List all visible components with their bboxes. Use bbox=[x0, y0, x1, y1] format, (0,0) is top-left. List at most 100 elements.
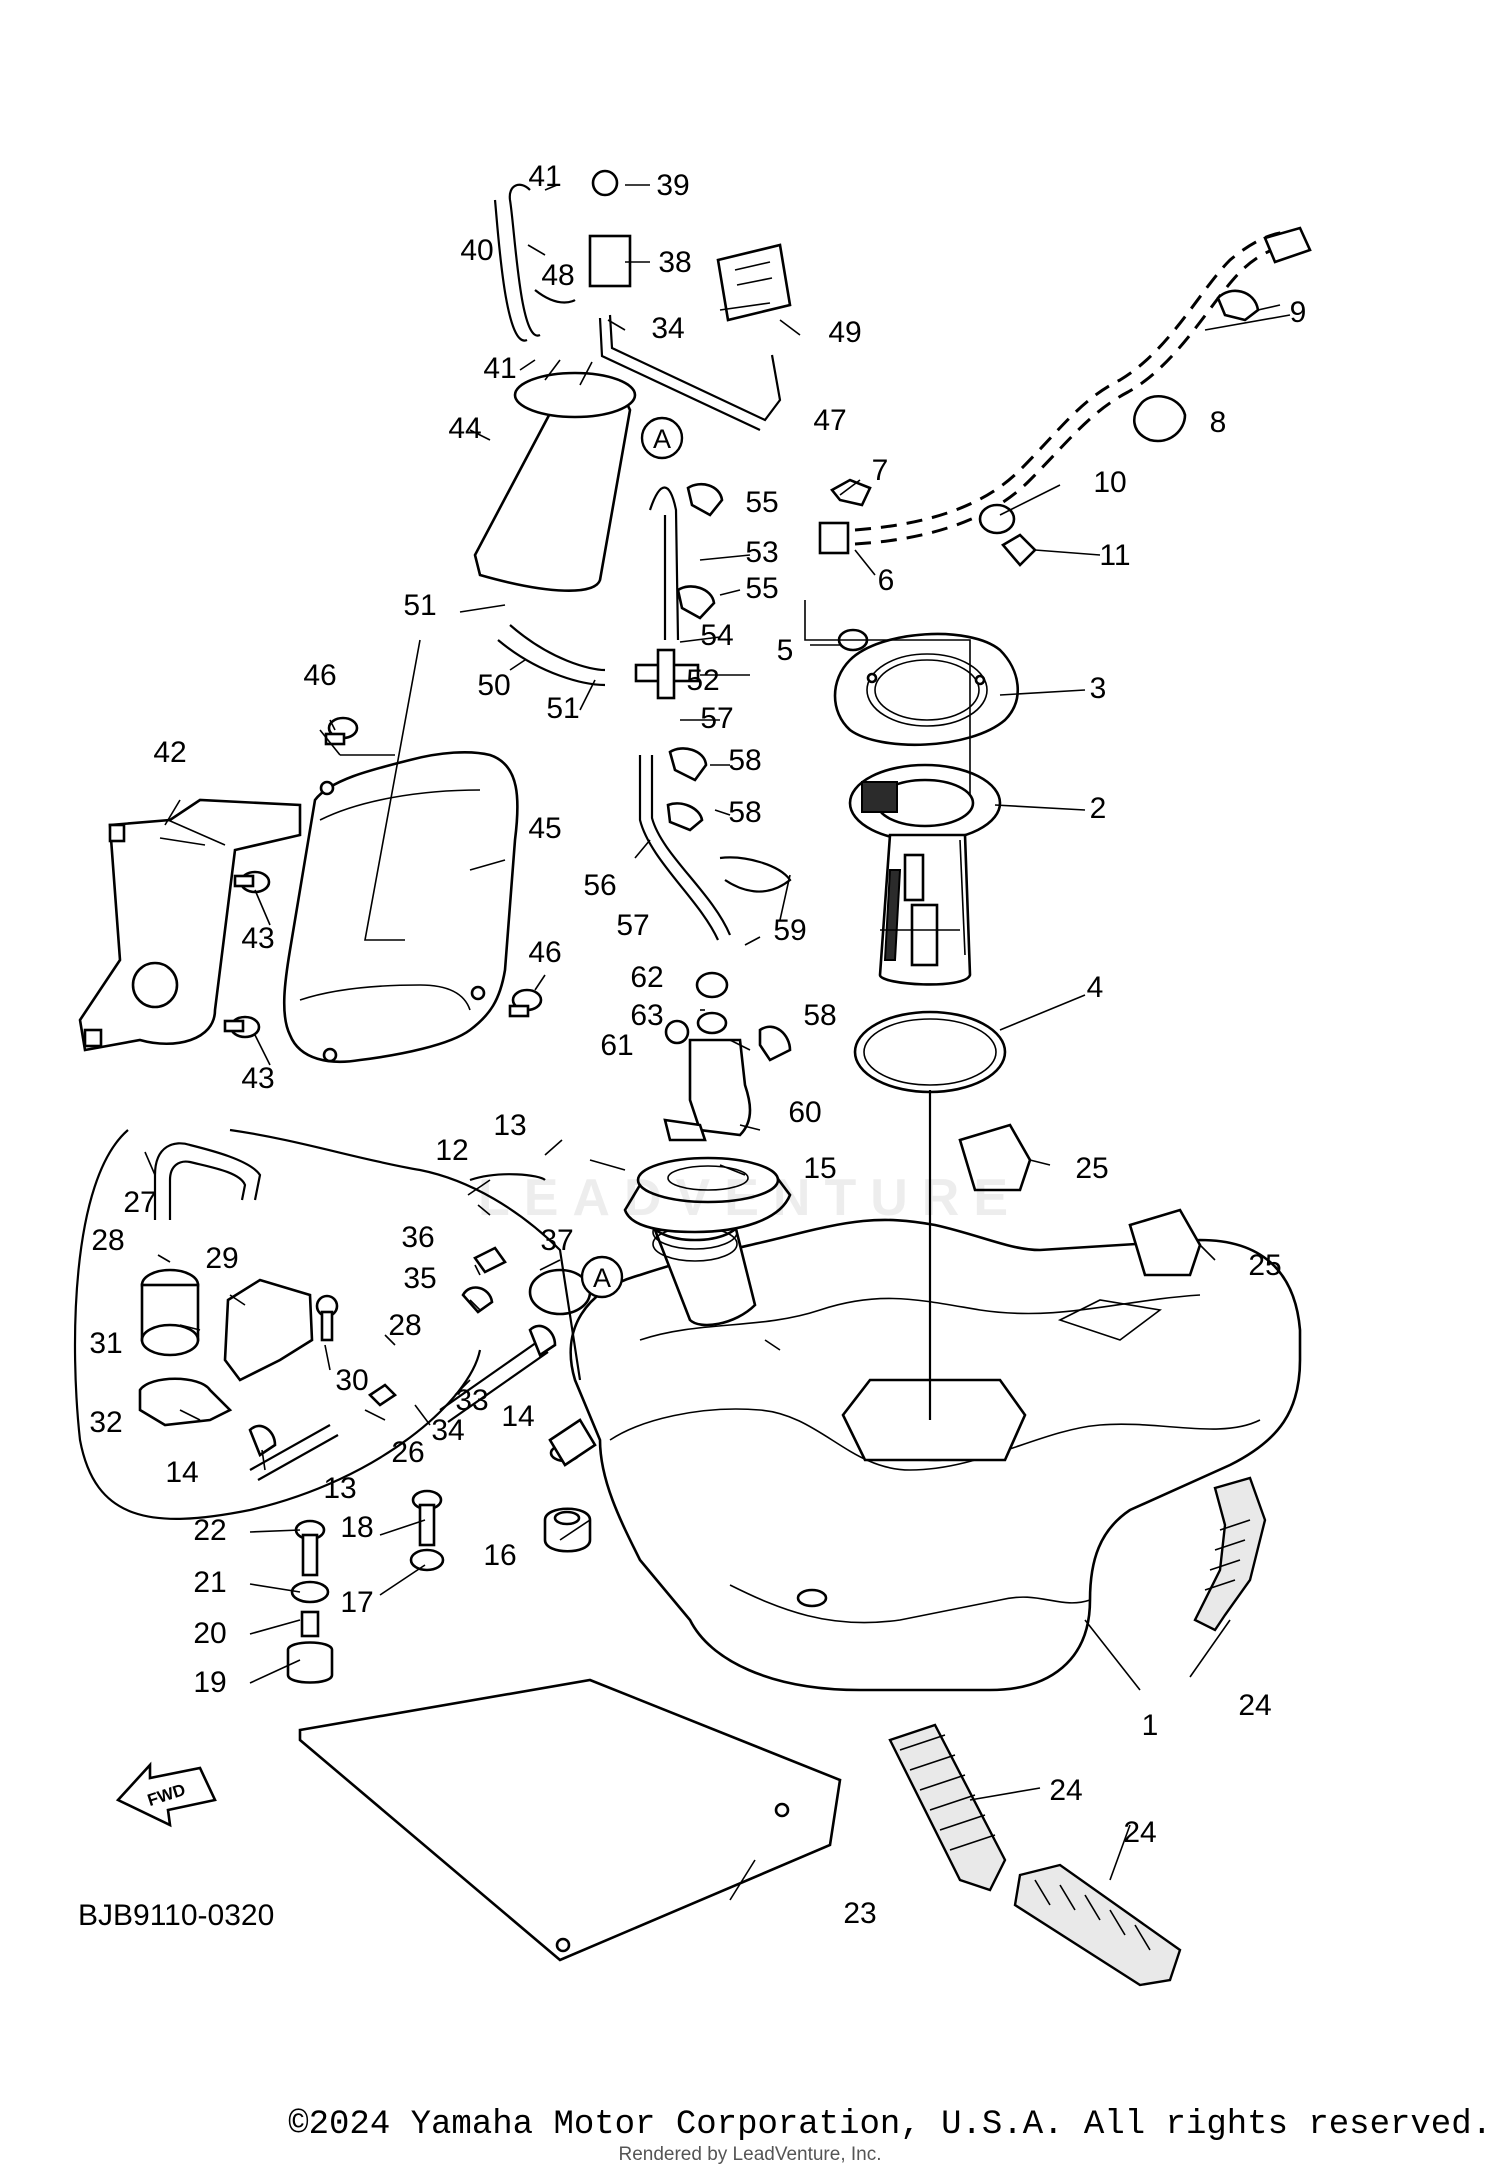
charcoal-canister bbox=[473, 359, 637, 592]
callout-labels: 1234567891011121313141415161718192021222… bbox=[89, 160, 1306, 1930]
hose-tee bbox=[634, 648, 700, 700]
ref-marker-label: A bbox=[593, 1263, 611, 1293]
bolt-61 bbox=[664, 1019, 690, 1045]
callout-label: 55 bbox=[745, 572, 778, 605]
leader-lines bbox=[144, 184, 1291, 1901]
callout-label: 9 bbox=[1290, 296, 1307, 329]
canister-cover bbox=[282, 750, 519, 1064]
callout-label: 4 bbox=[1087, 971, 1104, 1004]
callout-label: 37 bbox=[540, 1224, 573, 1257]
callout-label: 57 bbox=[700, 702, 733, 735]
callout-label: 55 bbox=[745, 486, 778, 519]
rubber-strips bbox=[888, 1476, 1267, 1987]
callout-label: 46 bbox=[528, 936, 561, 969]
callout-label: 56 bbox=[583, 869, 616, 902]
callout-label: 51 bbox=[403, 589, 436, 622]
callout-label: 51 bbox=[546, 692, 579, 725]
callout-label: 58 bbox=[803, 999, 836, 1032]
callout-label: 36 bbox=[401, 1221, 434, 1254]
callout-label: 34 bbox=[651, 312, 684, 345]
callout-label: 59 bbox=[773, 914, 806, 947]
callout-label: 7 bbox=[872, 454, 889, 487]
callout-label: 33 bbox=[455, 1384, 488, 1417]
callout-label: 19 bbox=[193, 1666, 226, 1699]
reference-line-3 bbox=[364, 639, 421, 941]
callout-label: 10 bbox=[1093, 466, 1126, 499]
callout-label: 20 bbox=[193, 1617, 226, 1650]
callout-label: 39 bbox=[656, 169, 689, 202]
callout-label: 61 bbox=[600, 1029, 633, 1062]
callout-label: 24 bbox=[1123, 1816, 1156, 1849]
callout-label: 5 bbox=[777, 634, 794, 667]
callout-label: 8 bbox=[1210, 406, 1227, 439]
wire-harness bbox=[719, 856, 792, 893]
callout-label: 24 bbox=[1049, 1774, 1082, 1807]
callout-label: 28 bbox=[388, 1309, 421, 1342]
callout-boundary-2 bbox=[229, 1128, 582, 1381]
callout-label: 60 bbox=[788, 1096, 821, 1129]
callout-label: 29 bbox=[205, 1242, 238, 1275]
bolts-43-46 bbox=[223, 716, 543, 1039]
callout-label: 1 bbox=[1142, 1709, 1159, 1742]
collar-63 bbox=[696, 1011, 728, 1035]
solenoid-valve bbox=[588, 169, 792, 322]
diagram-code: BJB9110-0320 bbox=[78, 1899, 274, 1932]
ref-circle-a-bottom: A bbox=[580, 1255, 624, 1299]
grommet-62 bbox=[695, 971, 729, 999]
callout-label: 6 bbox=[878, 564, 895, 597]
callout-label: 28 bbox=[91, 1224, 124, 1257]
check-valve bbox=[138, 1268, 233, 1427]
callout-label: 34 bbox=[431, 1414, 464, 1447]
callout-label: 17 bbox=[340, 1586, 373, 1619]
callout-label: 25 bbox=[1248, 1249, 1281, 1282]
callout-label: 57 bbox=[616, 909, 649, 942]
callout-label: 31 bbox=[89, 1327, 122, 1360]
callout-label: 14 bbox=[501, 1400, 534, 1433]
callout-label: 43 bbox=[241, 1062, 274, 1095]
callout-label: 26 bbox=[391, 1436, 424, 1469]
callout-label: 32 bbox=[89, 1406, 122, 1439]
callout-label: 54 bbox=[700, 619, 733, 652]
callout-label: 18 bbox=[340, 1511, 373, 1544]
callout-label: 13 bbox=[493, 1109, 526, 1142]
callout-label: 52 bbox=[686, 664, 719, 697]
callout-label: 16 bbox=[483, 1539, 516, 1572]
callout-label: 35 bbox=[403, 1262, 436, 1295]
pump-gasket bbox=[853, 1010, 1007, 1094]
callout-label: 12 bbox=[435, 1134, 468, 1167]
callout-label: 49 bbox=[828, 316, 861, 349]
callout-label: 25 bbox=[1075, 1152, 1108, 1185]
skid-hole bbox=[774, 1802, 790, 1818]
bracket-60 bbox=[663, 1038, 752, 1142]
callout-label: 62 bbox=[630, 961, 663, 994]
reference-line-2 bbox=[804, 600, 971, 795]
callout-label: 58 bbox=[728, 796, 761, 829]
callout-label: 15 bbox=[803, 1152, 836, 1185]
pump-plate bbox=[833, 632, 1019, 747]
callout-label: 30 bbox=[335, 1364, 368, 1397]
fuel-hose bbox=[818, 226, 1312, 555]
watermark: LEADVENTURE bbox=[477, 1169, 1023, 1227]
callout-label: 53 bbox=[745, 536, 778, 569]
small-fittings bbox=[248, 1246, 592, 1457]
callout-label: 43 bbox=[241, 922, 274, 955]
fuel-pump bbox=[848, 763, 1002, 986]
callout-label: 45 bbox=[528, 812, 561, 845]
valve-bracket bbox=[223, 1278, 339, 1382]
callout-label: 27 bbox=[123, 1186, 156, 1219]
rendered-by-note: Rendered by LeadVenture, Inc. bbox=[618, 2144, 882, 2165]
mounts-16-22 bbox=[286, 1489, 592, 1684]
callout-label: 41 bbox=[528, 160, 561, 193]
callout-label: 40 bbox=[460, 234, 493, 267]
ref-marker-label: A bbox=[653, 424, 671, 454]
callout-label: 3 bbox=[1090, 672, 1107, 705]
copyright-notice: ©2024 Yamaha Motor Corporation, U.S.A. A… bbox=[288, 2106, 1492, 2144]
clips bbox=[666, 483, 792, 1062]
callout-label: 63 bbox=[630, 999, 663, 1032]
callout-label: 38 bbox=[658, 246, 691, 279]
ref-circle-a-top: A bbox=[640, 416, 684, 460]
breather-hoses bbox=[153, 1142, 549, 1481]
mounting-bracket bbox=[78, 798, 302, 1052]
vent-hoses bbox=[493, 183, 782, 941]
